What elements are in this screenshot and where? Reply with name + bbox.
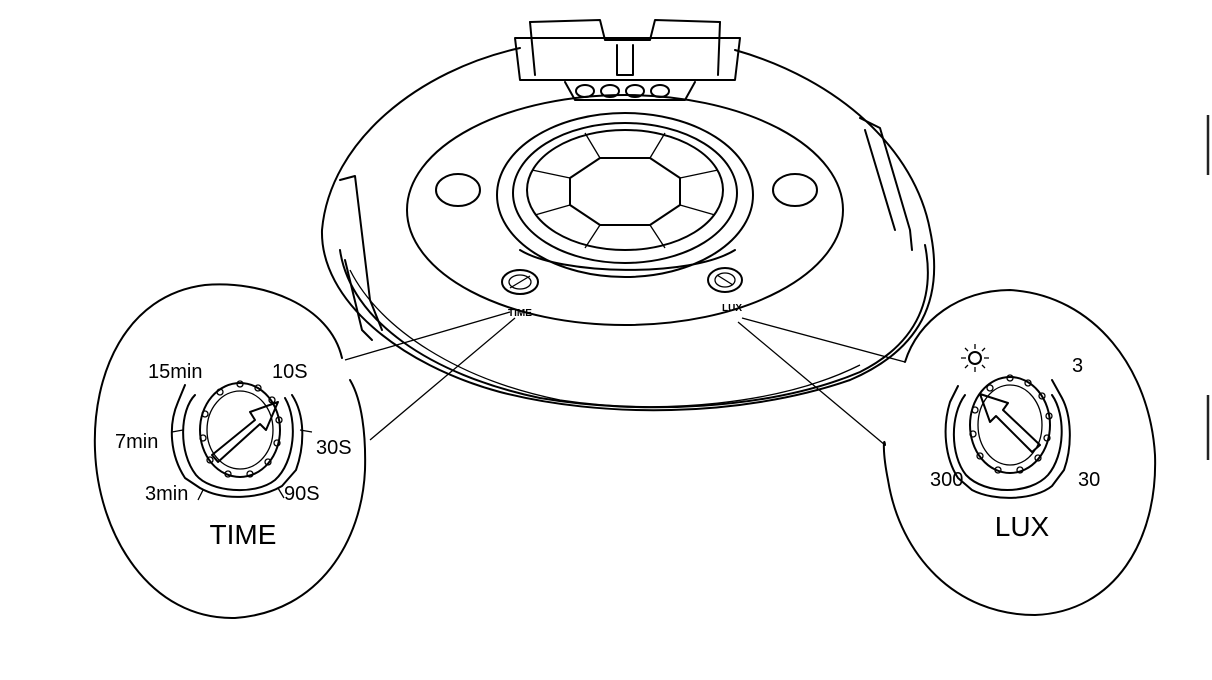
lux-detail-label: LUX: [995, 511, 1050, 542]
time-mark-3min: 3min: [145, 483, 188, 505]
lux-knob-small-label: LUX: [722, 303, 742, 314]
time-mark-30s: 30S: [316, 437, 352, 459]
time-mark-7min: 7min: [115, 431, 158, 453]
sun-icon: [961, 344, 989, 372]
leader-lines: [344, 311, 906, 446]
time-mark-10s: 10S: [272, 361, 308, 383]
lux-dial-notches: [969, 374, 1053, 474]
motion-sensor-body: [320, 19, 936, 412]
time-mark-90s: 90S: [284, 483, 320, 505]
time-detail-label: TIME: [210, 519, 277, 550]
lux-pointer-arrow[interactable]: [979, 393, 1041, 453]
time-mark-15min: 15min: [148, 361, 202, 383]
time-dial-notches: [199, 380, 283, 478]
time-knob-small[interactable]: TIME: [501, 269, 539, 319]
time-knob-small-label: TIME: [508, 308, 532, 319]
lux-mark-30: 30: [1078, 469, 1100, 491]
time-pointer-arrow[interactable]: [211, 401, 279, 463]
lux-mark-300: 300: [930, 469, 963, 491]
lux-knob-small[interactable]: LUX: [707, 267, 743, 314]
lux-mark-3: 3: [1072, 355, 1083, 377]
lux-detail-callout: 3 300 30 LUX: [882, 289, 1157, 616]
time-detail-callout: 15min 10S 7min 30S 3min 90S TIME: [93, 283, 367, 620]
